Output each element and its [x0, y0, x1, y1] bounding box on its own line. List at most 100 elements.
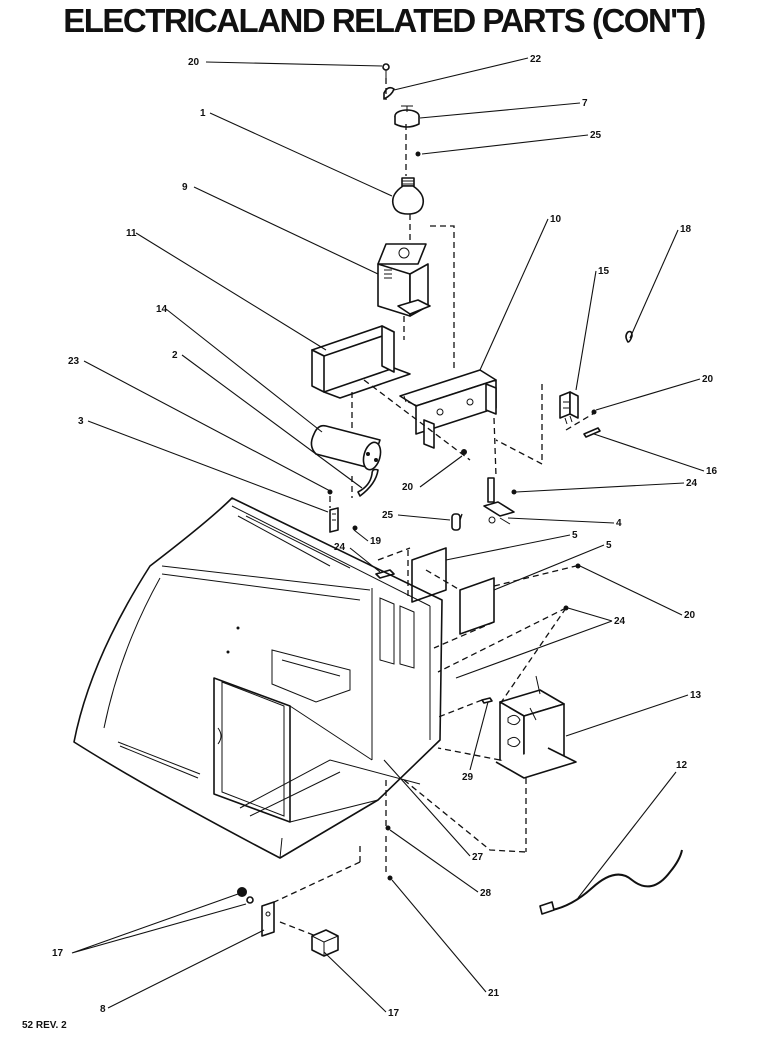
part-callout: 17 — [388, 1008, 400, 1019]
part-callout: 16 — [706, 466, 718, 477]
switch-plate — [459, 577, 495, 635]
damper — [237, 887, 254, 904]
part-callout: 11 — [126, 228, 137, 239]
leader-line — [479, 218, 549, 371]
base-plate — [399, 369, 497, 449]
screw — [583, 427, 601, 438]
part-callout: 8 — [100, 1004, 106, 1015]
leader-line — [391, 879, 487, 993]
screw — [575, 563, 581, 569]
power-cord — [539, 849, 683, 915]
leader-line — [165, 308, 323, 433]
part-callout: 18 — [680, 224, 692, 235]
leader-line — [421, 134, 589, 155]
leader-line — [629, 229, 679, 339]
screw — [387, 875, 393, 881]
leader-line — [469, 701, 489, 771]
part-callout: 22 — [530, 54, 542, 65]
leader-line — [565, 694, 689, 737]
part-callout: 28 — [480, 888, 492, 899]
bracket — [311, 325, 411, 399]
leader-line — [593, 433, 705, 472]
part-callout: 10 — [550, 214, 562, 225]
part-callout: 4 — [616, 518, 622, 529]
transformer — [495, 675, 577, 779]
part-callout: 23 — [68, 356, 80, 367]
screw — [415, 151, 421, 157]
leader-line — [205, 61, 383, 67]
part-callout: 1 — [200, 108, 206, 119]
leader-line — [507, 517, 615, 524]
leader-line — [323, 951, 387, 1013]
part-callout: 24 — [614, 616, 626, 627]
part-callout: 29 — [462, 772, 474, 783]
lamp-bracket — [377, 243, 431, 317]
leader-line — [575, 270, 597, 391]
capacitor — [310, 424, 382, 471]
switch-plate — [411, 547, 447, 603]
cavity-frame — [73, 497, 443, 859]
leader-line — [383, 759, 471, 857]
fuse-holder — [327, 489, 339, 533]
wire — [375, 569, 395, 579]
part-callout: 5 — [606, 540, 612, 551]
part-callout: 24 — [334, 542, 346, 553]
part-callout: 20 — [188, 57, 200, 68]
switch — [559, 391, 579, 425]
part-callout: 7 — [582, 98, 588, 109]
leader-line — [393, 57, 529, 91]
leader-line — [397, 514, 451, 521]
leader-line — [419, 455, 463, 488]
screw — [352, 525, 358, 531]
part-callout: 25 — [590, 130, 602, 141]
leader-line — [515, 482, 685, 493]
leader-line — [579, 565, 683, 616]
revision-note: 52 REV. 2 — [22, 1020, 67, 1031]
diode — [357, 468, 379, 497]
leader-line — [389, 829, 479, 893]
part-callout: 20 — [702, 374, 714, 385]
assembly-lines — [269, 78, 597, 937]
leader-line — [193, 186, 379, 275]
leader-line — [83, 360, 333, 493]
relay-bracket — [261, 901, 275, 937]
leader-line — [349, 547, 381, 573]
part-callout: 2 — [172, 350, 178, 361]
part-callout: 15 — [598, 266, 610, 277]
part-callout: 9 — [182, 182, 188, 193]
part-callout: 21 — [488, 988, 500, 999]
fuse — [451, 513, 461, 531]
leader-line — [577, 771, 677, 899]
part-callout: 12 — [676, 760, 688, 771]
part-callout: 27 — [472, 852, 484, 863]
lamp-socket — [394, 105, 420, 128]
leader-line — [209, 112, 393, 197]
page-title: ELECTRICALAND RELATED PARTS (CON'T) — [63, 2, 706, 39]
part-callout: 13 — [690, 690, 702, 701]
leader-line — [87, 420, 329, 513]
screw — [382, 63, 390, 78]
leader-line — [493, 544, 605, 591]
leader-line — [455, 607, 613, 679]
wire-clip — [625, 330, 633, 343]
screw — [385, 825, 391, 831]
leader-line — [135, 232, 327, 351]
part-callout: 25 — [382, 510, 394, 521]
part-callout: 17 — [52, 948, 64, 959]
leader-line — [107, 929, 265, 1009]
screw — [461, 449, 467, 455]
part-callout: 5 — [572, 530, 578, 541]
part-callout: 19 — [370, 536, 382, 547]
leader-line — [419, 102, 581, 119]
leader-line — [353, 529, 369, 542]
leader-line — [71, 893, 247, 954]
part-callout: 3 — [78, 416, 84, 427]
screw — [481, 697, 493, 704]
part-callout: 24 — [686, 478, 698, 489]
terminal — [483, 477, 517, 525]
relay — [311, 929, 339, 957]
leader-line — [595, 378, 701, 411]
part-callout: 20 — [684, 610, 696, 621]
part-callout: 20 — [402, 482, 414, 493]
leader-line — [445, 534, 571, 561]
